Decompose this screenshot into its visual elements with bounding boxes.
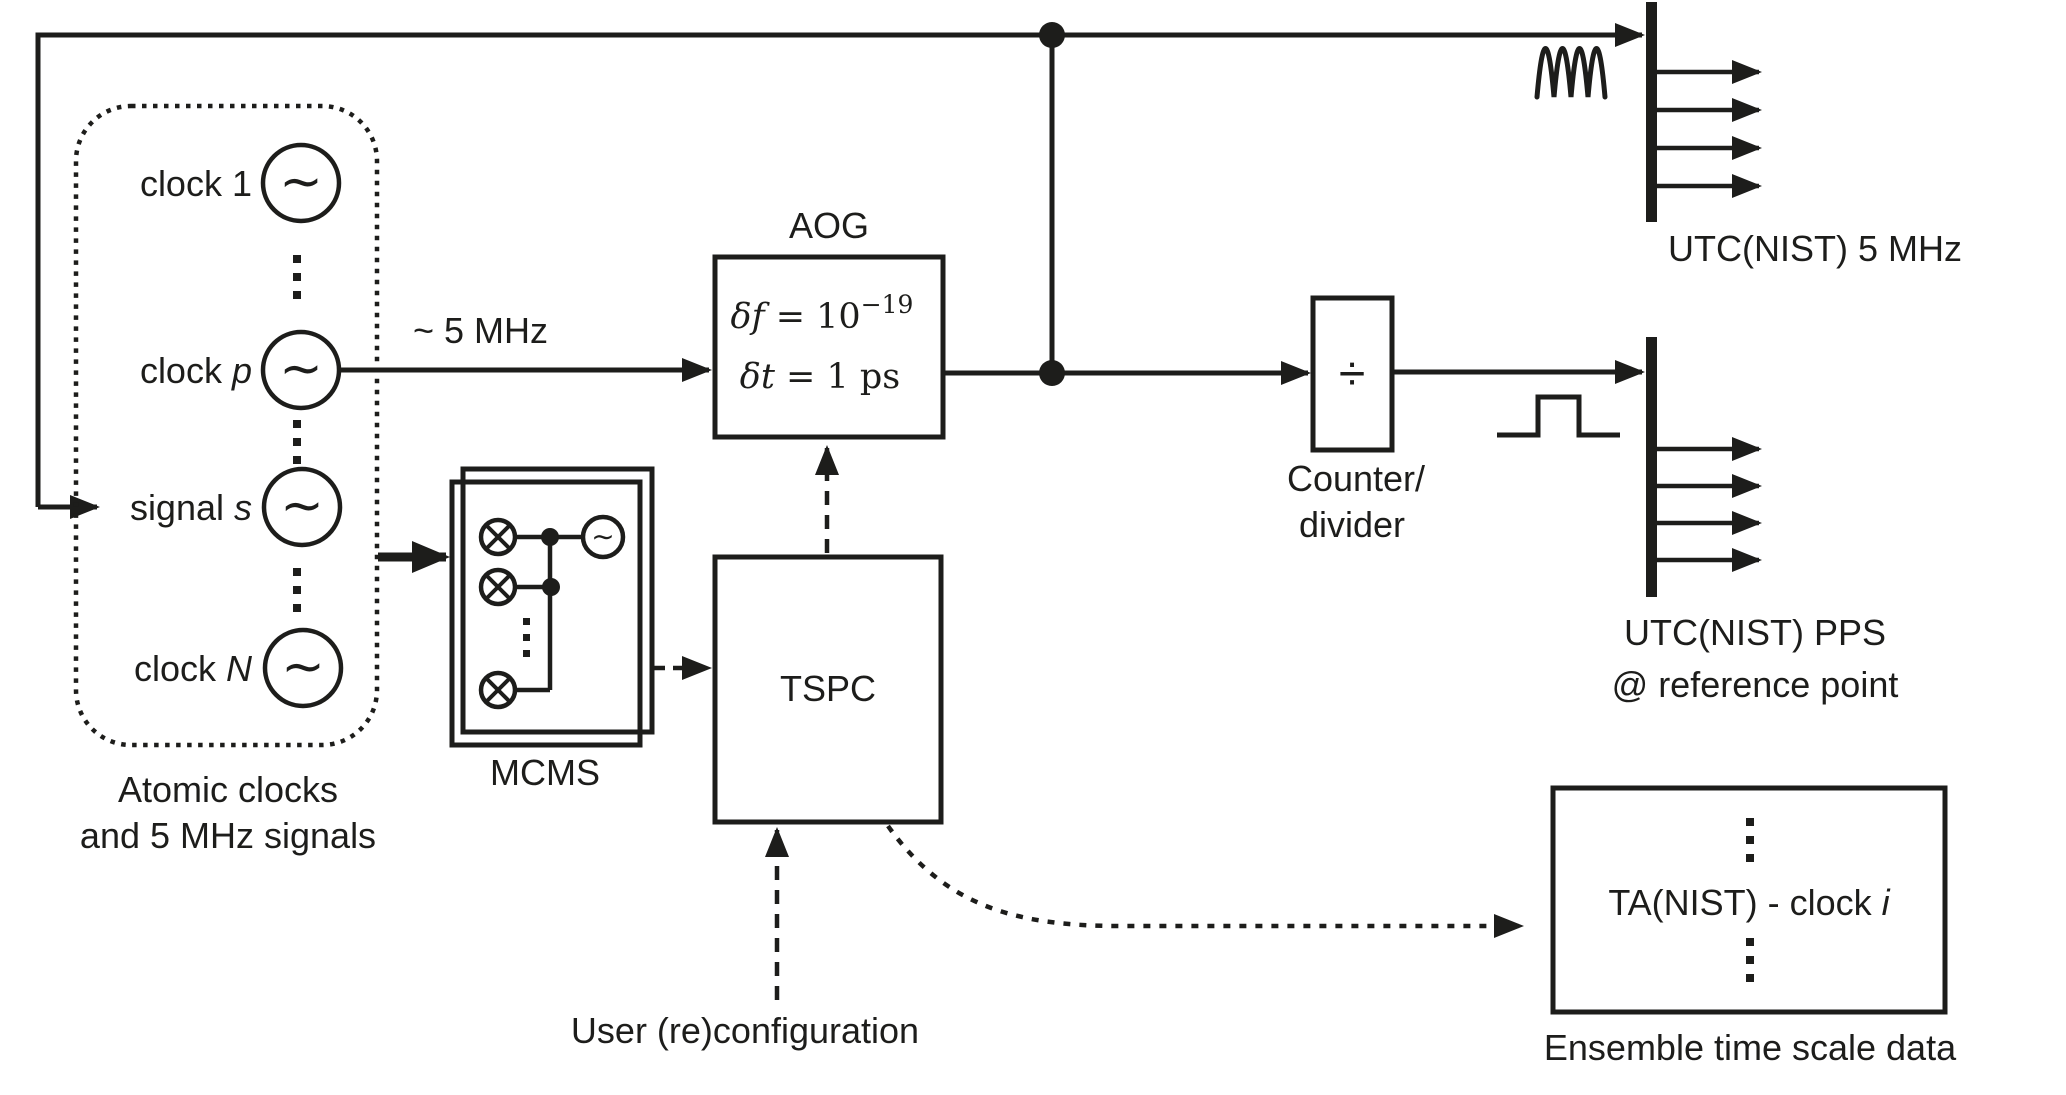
signal-s-label: signal s xyxy=(130,487,252,528)
ellipsis-dots xyxy=(293,420,301,464)
ensemble-caption: Ensemble time scale data xyxy=(1544,1027,1957,1068)
mixer-icon xyxy=(478,517,518,557)
junction-dot xyxy=(541,528,559,546)
utc-5mhz-label: UTC(NIST) 5 MHz xyxy=(1668,228,1962,269)
oscillator-icon xyxy=(262,627,344,709)
junction-dot-aog-output xyxy=(1039,360,1065,386)
oscillator-tilde: ∼ xyxy=(279,339,323,399)
mcms-back-box xyxy=(460,466,655,735)
aog-spec-line1: δf = 10−19 xyxy=(731,290,914,337)
atomic-clocks-group-border xyxy=(73,103,380,748)
aog-title: AOG xyxy=(789,205,869,246)
ellipsis-dots xyxy=(293,255,301,299)
distribution-bar-5mhz xyxy=(1646,2,1657,222)
mixer-icon xyxy=(478,670,518,710)
oscillator-tilde: ∼ xyxy=(279,152,323,212)
ta-nist-label: TA(NIST) - clock i xyxy=(1608,882,1890,923)
oscillator-icon: ∼ xyxy=(580,514,626,560)
distribution-arrows-pps xyxy=(1657,437,1762,572)
oscillator-tilde: ∼ xyxy=(280,476,324,536)
utc-pps-label-line1: UTC(NIST) PPS xyxy=(1624,612,1886,653)
utc-pps-label-line2: @ reference point xyxy=(1612,664,1899,705)
user-config-label: User (re)configuration xyxy=(571,1010,919,1051)
oscillator-tilde: ∼ xyxy=(281,637,325,697)
mcms-label: MCMS xyxy=(490,752,600,793)
pulse-icon xyxy=(1497,394,1620,438)
ellipsis-dots xyxy=(1746,818,1754,862)
oscillator-icon xyxy=(261,466,343,548)
junction-dot xyxy=(542,578,560,596)
tspc-box xyxy=(712,554,944,825)
tspc-label: TSPC xyxy=(780,668,876,709)
distribution-arrows-5mhz xyxy=(1657,60,1762,198)
feedback-top-line xyxy=(35,23,1645,507)
counter-label-line1: Counter/ xyxy=(1287,458,1425,499)
mcms-internals: ∼ xyxy=(478,514,626,710)
ellipsis-dots xyxy=(293,568,301,612)
mixer-icon xyxy=(478,567,518,607)
oscillator-icon xyxy=(260,142,342,224)
five-mhz-line-label: ~ 5 MHz xyxy=(413,310,548,351)
ellipsis-dots xyxy=(523,618,530,657)
clock-row-s: signal s ∼ xyxy=(130,466,343,548)
sine-wave-icon xyxy=(1534,46,1608,100)
mcms-front-box xyxy=(449,479,643,748)
clock-row-N: clock N ∼ xyxy=(134,627,344,709)
divide-symbol: ÷ xyxy=(1339,348,1365,401)
clock-N-label: clock N xyxy=(134,648,253,689)
ta-nist-box xyxy=(1550,785,1948,1015)
ellipsis-dots xyxy=(1746,938,1754,982)
tspc-to-ta-dashed-curve xyxy=(886,824,1524,938)
aog-box xyxy=(712,254,946,440)
clock-group-caption-line2: and 5 MHz signals xyxy=(80,815,376,856)
svg-text:∼: ∼ xyxy=(591,520,614,553)
counter-label-line2: divider xyxy=(1299,504,1405,545)
clock-row-1: clock 1 ∼ xyxy=(140,142,342,224)
clock-row-p: clock p ∼ xyxy=(140,329,342,411)
clock-1-label: clock 1 xyxy=(140,163,252,204)
clock-group-caption-line1: Atomic clocks xyxy=(118,769,338,810)
distribution-bar-pps xyxy=(1646,337,1657,597)
aog-spec-line2: δt = 1 ps xyxy=(740,357,900,397)
clock-p-label: clock p xyxy=(140,350,252,391)
